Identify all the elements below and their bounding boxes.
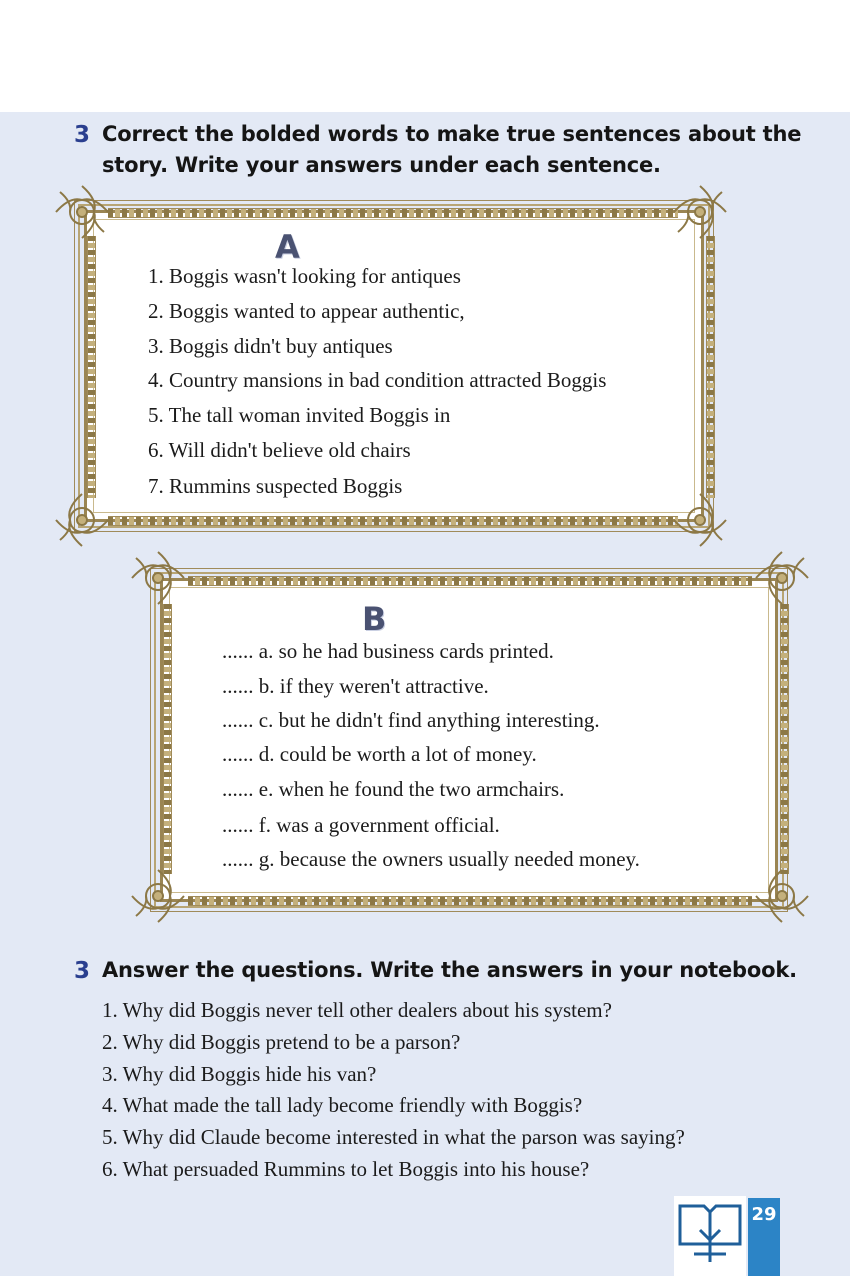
box-a-frame xyxy=(84,210,704,522)
exercise-title-line-1: Correct the bolded words to make true se… xyxy=(102,122,802,146)
ornament-corner-icon xyxy=(131,551,185,605)
box-a-chain-top xyxy=(108,208,678,218)
box-b-frame xyxy=(160,578,778,902)
exercise-number: 3 xyxy=(74,958,91,984)
question-item: 3. Why did Boggis hide his van? xyxy=(102,1062,377,1086)
book-download-icon xyxy=(678,1204,742,1262)
box-b-item: ...... a. so he had business cards print… xyxy=(222,639,554,663)
box-a-chain-bottom xyxy=(108,516,678,526)
box-b-item: ...... b. if they weren't attractive. xyxy=(222,674,489,698)
ornament-corner-icon xyxy=(131,869,185,923)
ornament-corner-icon xyxy=(673,185,727,239)
exercise-title: Answer the questions. Write the answers … xyxy=(102,958,797,982)
ornament-corner-icon xyxy=(673,493,727,547)
box-b-item: ...... c. but he didn't find anything in… xyxy=(222,708,600,732)
question-item: 4. What made the tall lady become friend… xyxy=(102,1093,583,1117)
ornament-corner-icon xyxy=(55,493,109,547)
question-item: 2. Why did Boggis pretend to be a parson… xyxy=(102,1030,461,1054)
box-a-item: 7. Rummins suspected Boggis xyxy=(148,474,403,498)
book-logo xyxy=(674,1196,746,1276)
exercise-title-line-2: story. Write your answers under each sen… xyxy=(102,153,661,177)
question-item: 1. Why did Boggis never tell other deale… xyxy=(102,998,612,1022)
box-a-item: 1. Boggis wasn't looking for antiques xyxy=(148,264,461,288)
box-b-item: ...... d. could be worth a lot of money. xyxy=(222,742,537,766)
ornament-corner-icon xyxy=(55,185,109,239)
exercise-number: 3 xyxy=(74,122,91,148)
box-b-chain-top xyxy=(188,576,752,586)
page-number: 29 xyxy=(748,1198,780,1276)
box-b-chain-left xyxy=(163,604,172,874)
box-b-item: ...... e. when he found the two armchair… xyxy=(222,777,565,801)
box-b-item: ...... g. because the owners usually nee… xyxy=(222,847,640,871)
box-a-chain-left xyxy=(87,236,96,498)
box-a-item: 3. Boggis didn't buy antiques xyxy=(148,334,393,358)
box-a-item: 5. The tall woman invited Boggis in xyxy=(148,403,451,427)
box-b-chain-right xyxy=(780,604,789,874)
box-b-label: B xyxy=(362,600,387,638)
box-a-item: 4. Country mansions in bad condition att… xyxy=(148,368,607,392)
box-b-chain-bottom xyxy=(188,896,752,906)
box-a-chain-right xyxy=(706,236,715,498)
question-item: 5. Why did Claude become interested in w… xyxy=(102,1125,685,1149)
ornament-corner-icon xyxy=(755,551,809,605)
ornament-corner-icon xyxy=(755,869,809,923)
box-a-item: 2. Boggis wanted to appear authentic, xyxy=(148,299,465,323)
box-a-item: 6. Will didn't believe old chairs xyxy=(148,438,411,462)
question-item: 6. What persuaded Rummins to let Boggis … xyxy=(102,1157,590,1181)
box-b-item: ...... f. was a government official. xyxy=(222,813,500,837)
box-a-label: A xyxy=(275,228,300,266)
